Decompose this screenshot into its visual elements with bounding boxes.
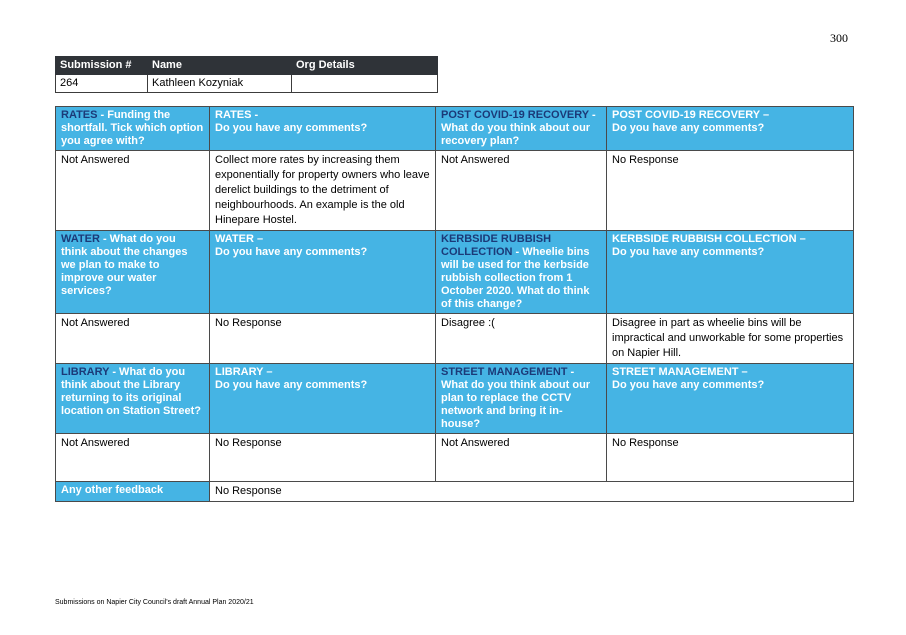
question-rates: RATES - Funding the shortfall. Tick whic… (55, 106, 210, 151)
name-header: Name (147, 56, 292, 75)
org-details-header: Org Details (291, 56, 438, 75)
submission-questions-table: RATES - Funding the shortfall. Tick whic… (55, 106, 854, 502)
question-water: WATER - What do you think about the chan… (55, 230, 210, 314)
answer-kerbside: Disagree :( (435, 313, 607, 364)
question-library: LIBRARY - What do you think about the Li… (55, 363, 210, 434)
submission-table: Submission # Name Org Details 264 Kathle… (55, 56, 438, 93)
question-rates-comments: RATES - Do you have any comments? (209, 106, 436, 151)
question-street-management: STREET MANAGEMENT - What do you think ab… (435, 363, 607, 434)
question-row: LIBRARY - What do you think about the Li… (55, 363, 854, 434)
submission-header-row: Submission # Name Org Details (55, 56, 438, 75)
question-post-covid-comments: POST COVID-19 RECOVERY – Do you have any… (606, 106, 854, 151)
answer-library-comments: No Response (209, 433, 436, 482)
other-feedback-label: Any other feedback (55, 481, 210, 502)
answer-street-management: Not Answered (435, 433, 607, 482)
other-feedback-row: Any other feedback No Response (55, 481, 854, 502)
question-row: WATER - What do you think about the chan… (55, 230, 854, 314)
answer-water: Not Answered (55, 313, 210, 364)
question-street-management-comments: STREET MANAGEMENT – Do you have any comm… (606, 363, 854, 434)
name-value: Kathleen Kozyniak (147, 74, 292, 93)
answer-rates: Not Answered (55, 150, 210, 231)
question-library-comments: LIBRARY – Do you have any comments? (209, 363, 436, 434)
org-details-value (291, 74, 438, 93)
page-number: 300 (830, 31, 848, 45)
answer-rates-comments: Collect more rates by increasing them ex… (209, 150, 436, 231)
answer-street-management-comments: No Response (606, 433, 854, 482)
question-post-covid: POST COVID-19 RECOVERY - What do you thi… (435, 106, 607, 151)
answer-post-covid: Not Answered (435, 150, 607, 231)
submission-number-value: 264 (55, 74, 148, 93)
answer-post-covid-comments: No Response (606, 150, 854, 231)
answer-library: Not Answered (55, 433, 210, 482)
question-water-comments: WATER – Do you have any comments? (209, 230, 436, 314)
other-feedback-value: No Response (209, 481, 854, 502)
question-kerbside: KERBSIDE RUBBISH COLLECTION - Wheelie bi… (435, 230, 607, 314)
submission-number-header: Submission # (55, 56, 148, 75)
answer-row: Not Answered Collect more rates by incre… (55, 150, 854, 231)
answer-row: Not Answered No Response Not Answered No… (55, 433, 854, 482)
answer-row: Not Answered No Response Disagree :( Dis… (55, 313, 854, 364)
question-row: RATES - Funding the shortfall. Tick whic… (55, 106, 854, 151)
answer-kerbside-comments: Disagree in part as wheelie bins will be… (606, 313, 854, 364)
footer-text: Submissions on Napier City Council's dra… (55, 599, 254, 606)
question-kerbside-comments: KERBSIDE RUBBISH COLLECTION – Do you hav… (606, 230, 854, 314)
answer-water-comments: No Response (209, 313, 436, 364)
submission-value-row: 264 Kathleen Kozyniak (55, 74, 438, 93)
